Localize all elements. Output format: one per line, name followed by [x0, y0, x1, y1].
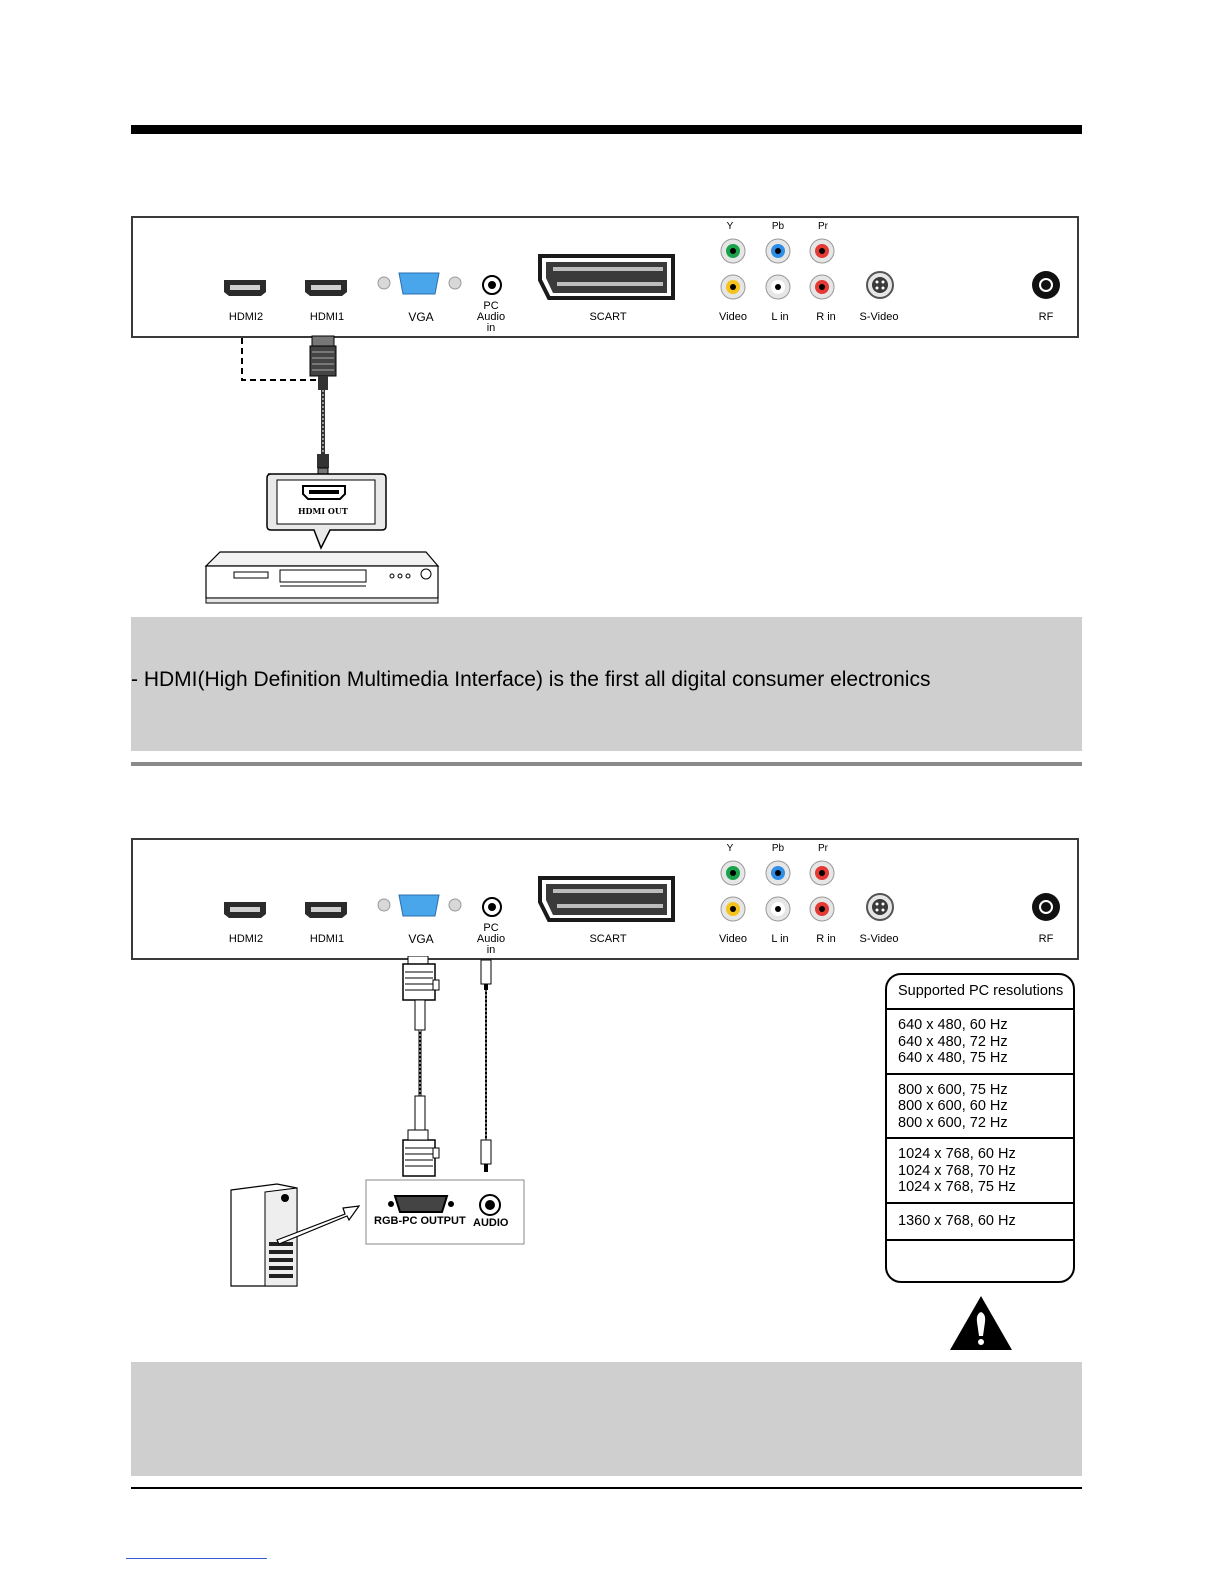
audio-plug-icon [480, 959, 492, 990]
rgb-port-icon [388, 1195, 454, 1213]
y-jack-icon [720, 860, 746, 886]
video-label: Video [719, 933, 747, 945]
r-in-label: R in [816, 933, 836, 945]
audio-output-label: AUDIO [473, 1217, 509, 1229]
warning-icon [950, 1296, 1012, 1350]
hdmi2-dashed-route [241, 338, 323, 381]
resolution-row: 800 x 600, 60 Hz [898, 1098, 1008, 1114]
pc-note-band [131, 1362, 1082, 1476]
vga-plug-bottom-icon [402, 1095, 440, 1177]
vga-plug-icon [402, 956, 440, 1031]
pb-jack-icon [765, 860, 791, 886]
video-jack-icon [720, 896, 746, 922]
hdmi2-port-icon [224, 280, 266, 296]
r-in-jack-icon [809, 274, 835, 300]
resolution-row: 800 x 600, 75 Hz [898, 1081, 1008, 1098]
footer-rule [131, 1487, 1082, 1489]
rf-label: RF [1038, 933, 1054, 945]
rf-port-icon [1032, 893, 1060, 921]
footer-link-underline [126, 1558, 267, 1559]
hdmi2-label: HDMI2 [228, 933, 264, 945]
vga-label: VGA [408, 310, 434, 324]
hdmi-out-label: HDMI OUT [298, 506, 348, 516]
pc-tower-icon [230, 1183, 298, 1287]
s-video-port-icon [866, 271, 894, 299]
pb-label: Pb [771, 843, 785, 854]
resolution-group-1360: 1360 x 768, 60 Hz [887, 1204, 1073, 1241]
resolution-row: 640 x 480, 72 Hz [898, 1033, 1008, 1050]
rgb-pc-output-label: RGB-PC OUTPUT [374, 1215, 466, 1227]
rf-port-icon [1032, 271, 1060, 299]
hdmi-connection-illustration [204, 335, 440, 604]
resolution-row: 640 x 480, 60 Hz [898, 1017, 1008, 1033]
pc-audio-jack-icon [482, 275, 502, 295]
supported-resolutions-table: Supported PC resolutions 640 x 480, 60 H… [885, 973, 1075, 1283]
y-jack-icon [720, 238, 746, 264]
vga-port-icon [377, 894, 462, 917]
resolution-group-1024: 1024 x 768, 60 Hz 1024 x 768, 70 Hz 1024… [887, 1139, 1073, 1204]
s-video-port-icon [866, 893, 894, 921]
rf-label: RF [1038, 311, 1054, 323]
y-label: Y [726, 843, 734, 854]
y-label: Y [726, 221, 734, 232]
pc-audio-jack-icon [482, 897, 502, 917]
section-divider [131, 762, 1082, 766]
pc-audio-label: PC Audio in [476, 300, 506, 334]
pr-jack-icon [809, 860, 835, 886]
pb-jack-icon [765, 238, 791, 264]
scart-label: SCART [589, 311, 627, 323]
s-video-label: S-Video [859, 311, 899, 323]
scart-label: SCART [589, 933, 627, 945]
dvd-player-icon [204, 551, 440, 604]
resolution-group-640: 640 x 480, 60 Hz 640 x 480, 72 Hz 640 x … [887, 1010, 1073, 1075]
hdmi1-label: HDMI1 [309, 933, 345, 945]
video-jack-icon [720, 274, 746, 300]
vga-label: VGA [408, 932, 434, 946]
l-in-label: L in [771, 933, 789, 945]
audio-port-icon [479, 1194, 501, 1216]
hdmi1-port-icon [305, 902, 347, 918]
r-in-label: R in [816, 311, 836, 323]
video-label: Video [719, 311, 747, 323]
resolution-row: 1024 x 768, 60 Hz [898, 1146, 1016, 1162]
hdmi-description: - HDMI(High Definition Multimedia Interf… [131, 668, 931, 691]
hdmi2-label: HDMI2 [228, 311, 264, 323]
header-rule [131, 125, 1082, 134]
tv-rear-panel-hdmi: HDMI2 HDMI1 VGA PC Audio in SCART Y Pb P… [131, 216, 1079, 338]
hdmi-note-band [131, 617, 1082, 751]
hdmi2-port-icon [224, 902, 266, 918]
arrow-icon [276, 1205, 361, 1245]
rear-panel-connectors [224, 238, 1060, 300]
pb-label: Pb [771, 221, 785, 232]
l-in-label: L in [771, 311, 789, 323]
hdmi-out-callout [266, 473, 387, 550]
resolution-row: 800 x 600, 72 Hz [898, 1114, 1008, 1131]
pc-audio-label: PC Audio in [476, 922, 506, 956]
pr-label: Pr [818, 221, 828, 232]
pc-ports-box [365, 1179, 525, 1245]
l-in-jack-icon [765, 896, 791, 922]
resolution-group-800: 800 x 600, 75 Hz 800 x 600, 60 Hz 800 x … [887, 1075, 1073, 1139]
vga-port-icon [377, 272, 462, 295]
tv-rear-panel-pc: HDMI2 HDMI1 VGA PC Audio in SCART Y Pb P… [131, 838, 1079, 960]
resolution-row: 1024 x 768, 75 Hz [898, 1179, 1016, 1195]
scart-port-icon [538, 876, 675, 922]
resolution-row: 640 x 480, 75 Hz [898, 1050, 1008, 1066]
hdmi1-label: HDMI1 [309, 311, 345, 323]
hdmi1-port-icon [305, 280, 347, 296]
resolution-row: 1024 x 768, 70 Hz [898, 1162, 1016, 1179]
pr-label: Pr [818, 843, 828, 854]
pr-jack-icon [809, 238, 835, 264]
hdmi-plug-icon [309, 335, 337, 390]
rear-panel-connectors-2 [224, 860, 1060, 922]
l-in-jack-icon [765, 274, 791, 300]
resolution-row: 1360 x 768, 60 Hz [898, 1212, 1016, 1229]
resolutions-title: Supported PC resolutions [887, 975, 1073, 1010]
r-in-jack-icon [809, 896, 835, 922]
pc-connection-illustration [230, 956, 525, 1287]
s-video-label: S-Video [859, 933, 899, 945]
scart-port-icon [538, 254, 675, 300]
